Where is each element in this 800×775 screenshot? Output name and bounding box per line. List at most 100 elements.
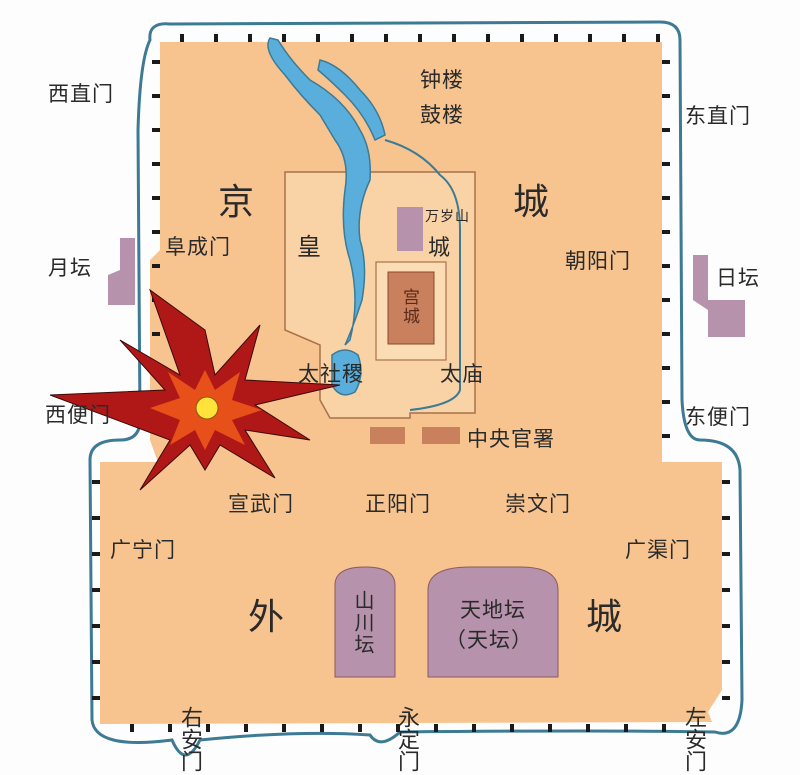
wall-tick [180, 34, 184, 42]
wall-tick [92, 552, 100, 556]
ritan-label: 日坛 [716, 266, 760, 290]
moat [88, 20, 744, 757]
wall-tick [662, 196, 670, 200]
wall-tick [548, 724, 552, 732]
wall-tick [554, 34, 558, 42]
gate-zuoanmen: 左安门 [681, 706, 706, 772]
wall-tick [722, 588, 730, 592]
wall-tick [396, 724, 400, 732]
wall-tick [662, 400, 670, 404]
wall-tick [92, 516, 100, 520]
tianditan-label: 天地坛 [460, 598, 526, 622]
wall-tick [662, 332, 670, 336]
yuetan-block [108, 238, 135, 305]
wall-tick [92, 696, 100, 700]
gate-guangqumen: 广渠门 [625, 538, 691, 562]
bell-tower-label: 钟楼 [420, 68, 464, 92]
gate-chaoyangmen: 朝阳门 [565, 249, 631, 273]
wall-tick [588, 34, 592, 42]
wall-tick [722, 696, 730, 700]
wall-tick [722, 552, 730, 556]
lake [267, 37, 372, 346]
wansui-shan-label: 万岁山 [425, 209, 470, 225]
wall-tick [662, 724, 666, 732]
lake-south [331, 349, 362, 396]
wall-tick [452, 34, 456, 42]
wall-tick [316, 34, 320, 42]
gate-dongzhimen: 东直门 [685, 104, 751, 128]
wall-tick [320, 724, 324, 732]
ritan-block [693, 255, 745, 337]
wall-tick [282, 724, 286, 732]
wall-tick [586, 724, 590, 732]
wall-tick [662, 94, 670, 98]
wall-tick [92, 624, 100, 628]
gate-dongbianmen: 东便门 [685, 405, 751, 429]
wall-tick [248, 34, 252, 42]
wall-tick [656, 34, 660, 42]
gate-xibianmen: 西便门 [45, 403, 111, 427]
wall-tick [152, 196, 160, 200]
wall-tick [130, 724, 134, 732]
shanchuantan-label: 山川坛 [351, 590, 375, 656]
central-offices-label: 中央官署 [467, 427, 555, 451]
wall-tick [92, 588, 100, 592]
wall-tick [662, 230, 670, 234]
gate-fuchengmen: 阜成门 [165, 235, 231, 259]
inner-city-label-1: 京 [218, 182, 256, 223]
outer-city-label-1: 外 [248, 597, 286, 638]
wall-tick [722, 480, 730, 484]
gate-yongdingmen: 永定门 [394, 706, 419, 772]
wall-tick [152, 264, 160, 268]
gate-zhengyangmen: 正阳门 [365, 492, 431, 516]
wall-tick [662, 298, 670, 302]
wall-tick [152, 128, 160, 132]
shanchuantan-block [334, 566, 396, 678]
wall-tick [152, 230, 160, 234]
gate-xizhimen: 西直门 [48, 82, 114, 106]
wall-tick [622, 34, 626, 42]
taisheji-label: 太社稷 [298, 362, 364, 386]
wall-tick [486, 34, 490, 42]
imperial-city-label-1: 皇 [297, 233, 322, 261]
wall-tick [662, 366, 670, 370]
central-offices-block [422, 427, 460, 444]
wall-battlements [92, 34, 730, 732]
taimiao-label: 太庙 [440, 362, 484, 386]
wall-tick [152, 332, 160, 336]
imperial-city-label-2: 城 [428, 236, 452, 261]
wall-tick [722, 516, 730, 520]
wall-tick [662, 128, 670, 132]
wall-tick [662, 162, 670, 166]
wall-tick [472, 724, 476, 732]
wansui-shan-block [397, 207, 423, 251]
wall-tick [418, 34, 422, 42]
gate-guangningmen: 广宁门 [110, 538, 176, 562]
drum-tower-label: 鼓楼 [420, 103, 464, 127]
wall-tick [168, 724, 172, 732]
gate-youanmen: 右安门 [177, 706, 202, 772]
outer-city-label-2: 城 [586, 597, 624, 638]
tianditan-block [427, 566, 559, 678]
wall-tick [358, 724, 362, 732]
wall-tick [92, 660, 100, 664]
wall-tick [152, 94, 160, 98]
wall-tick [520, 34, 524, 42]
palace-city-block [387, 271, 435, 345]
wall-tick [662, 264, 670, 268]
gate-xuanwumen: 宣武门 [228, 492, 294, 516]
inner-city-label-2: 城 [513, 182, 551, 223]
central-offices-block [370, 427, 405, 444]
wall-tick [244, 724, 248, 732]
wall-tick [662, 60, 670, 64]
wall-tick [206, 724, 210, 732]
wall-tick [152, 162, 160, 166]
wall-tick [152, 60, 160, 64]
wall-tick [282, 34, 286, 42]
canal [384, 139, 461, 411]
wall-tick [350, 34, 354, 42]
tiantan-label: （天坛） [445, 628, 533, 652]
palace-city-label: 宫城 [399, 288, 419, 326]
